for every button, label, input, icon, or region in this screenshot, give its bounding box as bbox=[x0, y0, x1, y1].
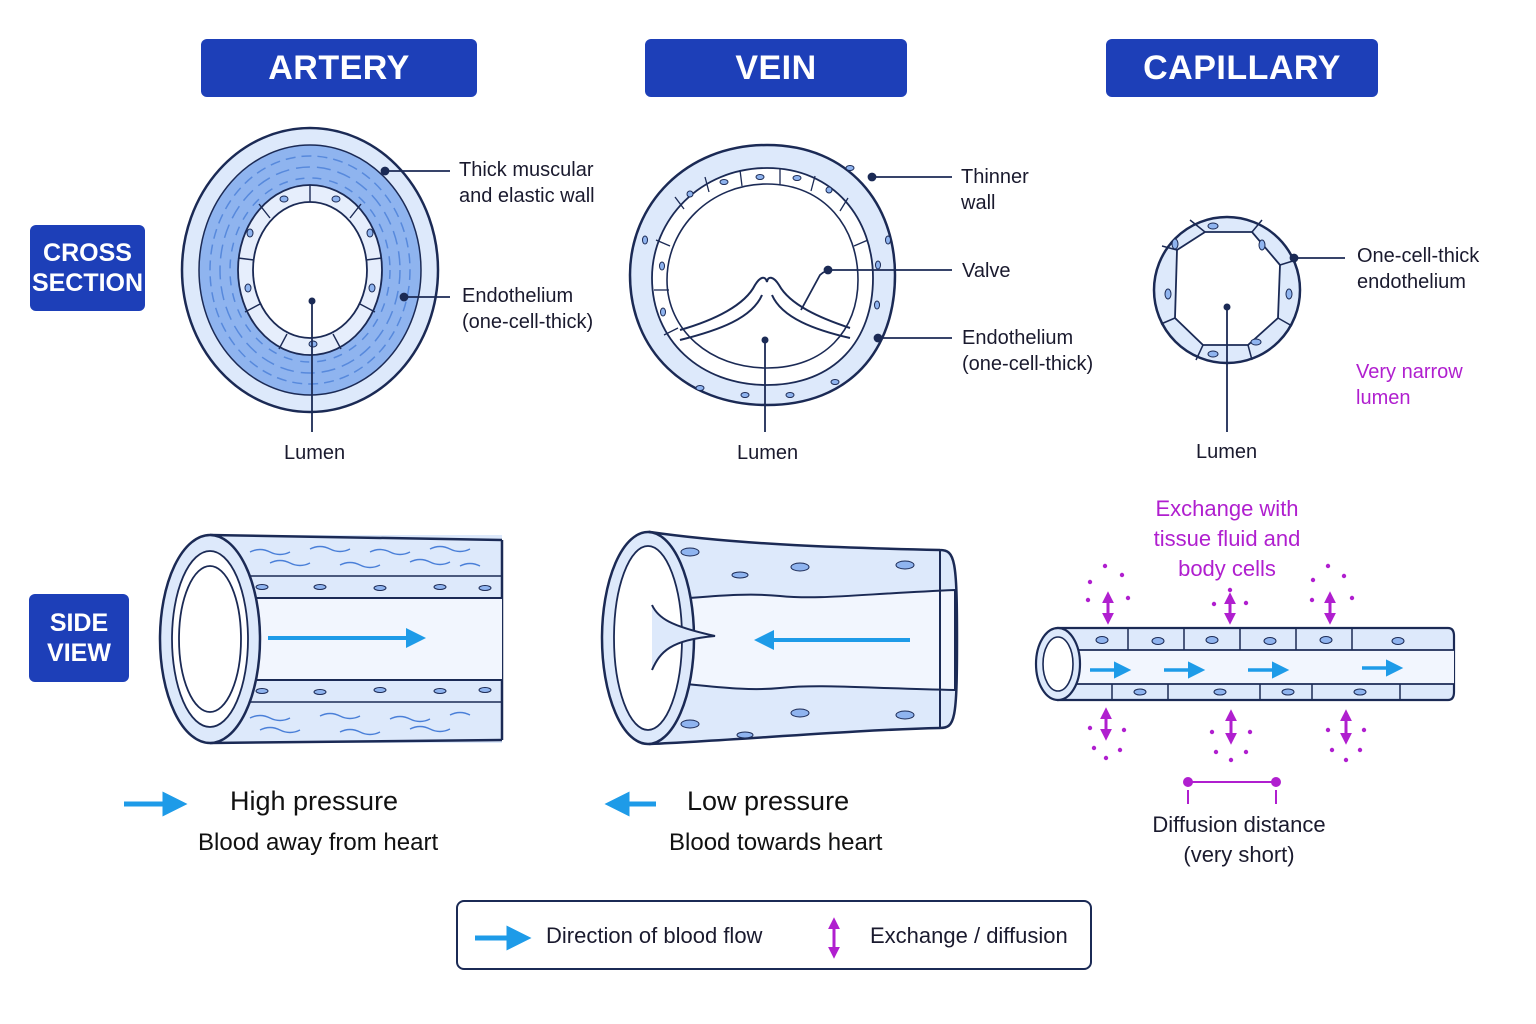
leader-lines bbox=[311, 166, 1345, 432]
diffusion-dots bbox=[1085, 563, 1367, 763]
legend-exchange-label: Exchange / diffusion bbox=[870, 923, 1068, 948]
capillary-header: CAPILLARY bbox=[1106, 39, 1378, 97]
artery-side-view bbox=[158, 533, 504, 745]
artery-cross-section bbox=[180, 126, 440, 414]
vein-cross-section bbox=[628, 143, 897, 407]
diffusion-distance-label: Diffusion distance (very short) bbox=[1152, 812, 1326, 867]
side-view-label: SIDE VIEW bbox=[29, 594, 129, 682]
artery-header: ARTERY bbox=[201, 39, 477, 97]
vein-side-view bbox=[600, 530, 959, 746]
artery-endothelium-label: Endothelium(one-cell-thick) bbox=[462, 285, 594, 333]
exchange-arrows bbox=[1100, 591, 1352, 745]
capillary-cross-section bbox=[1152, 215, 1302, 365]
vein-valve-label: Valve bbox=[962, 260, 1011, 282]
capillary-exchange-label: Exchange with tissue fluid and body cell… bbox=[1153, 496, 1301, 581]
capillary-side-view bbox=[1034, 626, 1456, 702]
capillary-lumen-label: Lumen bbox=[1196, 441, 1258, 463]
vein-pressure-label: Low pressure bbox=[687, 786, 850, 816]
legend bbox=[456, 900, 1092, 970]
vein-direction-label: Blood towards heart bbox=[669, 829, 883, 856]
diffusion-distance-marker bbox=[1183, 777, 1281, 804]
vein-endothelium-label: Endothelium(one-cell-thick) bbox=[962, 327, 1094, 375]
cross-section-label: CROSS SECTION bbox=[30, 225, 145, 311]
artery-pressure-label: High pressure bbox=[230, 786, 399, 816]
vein-lumen-label: Lumen bbox=[737, 442, 799, 464]
legend-flow-label: Direction of blood flow bbox=[546, 923, 763, 948]
vein-header: VEIN bbox=[645, 39, 907, 97]
artery-lumen-label: Lumen bbox=[284, 442, 346, 464]
artery-direction-label: Blood away from heart bbox=[198, 829, 439, 856]
